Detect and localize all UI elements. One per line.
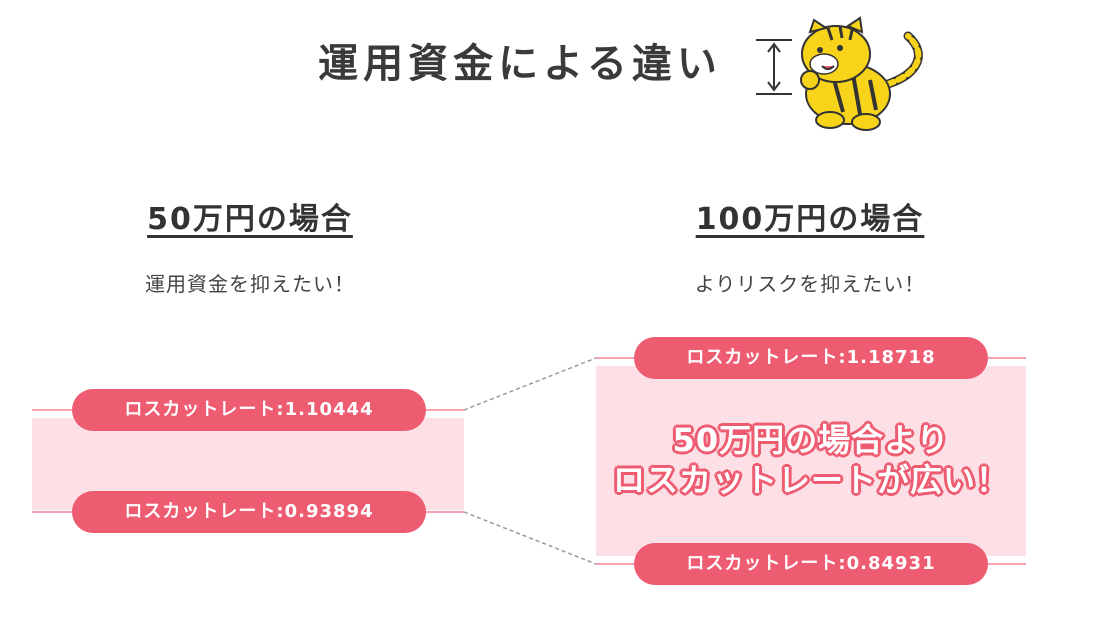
left-heading: 50万円の場合 [147, 202, 353, 237]
lower-connector [464, 511, 597, 565]
right-range-band [596, 366, 1026, 556]
right-upper-rate-pill: ロスカットレート:1.18718 [634, 337, 988, 379]
right-subtitle: よりリスクを抑えたい！ [694, 272, 926, 296]
tiger-mascot-icon [800, 16, 923, 131]
height-arrow-icon [756, 39, 792, 95]
left-lower-rate-pill: ロスカットレート:0.93894 [72, 491, 426, 533]
left-subtitle: 運用資金を抑えたい！ [145, 272, 355, 296]
upper-connector [464, 357, 597, 411]
right-lower-rate-pill: ロスカットレート:0.84931 [634, 543, 988, 585]
connector-lines [464, 357, 597, 565]
page-title: 運用資金による違い [318, 41, 722, 87]
left-upper-rate-pill: ロスカットレート:1.10444 [72, 389, 426, 431]
height-arrow-and-tiger [756, 16, 923, 131]
comparison-callout: 50万円の場合より ロスカットレートが広い！ [596, 420, 1026, 500]
callout-line-1: 50万円の場合より [672, 421, 950, 459]
right-heading: 100万円の場合 [695, 202, 925, 237]
callout-line-2: ロスカットレートが広い！ [612, 461, 1009, 499]
